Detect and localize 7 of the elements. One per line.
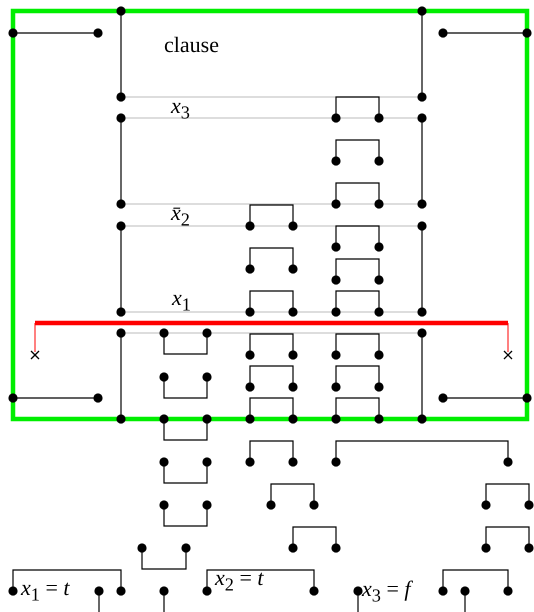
literal-label: x$_{1}$ xyxy=(172,287,191,314)
assignment-label: x$_{2}$ = t xyxy=(215,567,264,594)
assignment-label: x$_{3}$ = f xyxy=(362,578,410,605)
gadget-title: clause xyxy=(164,34,219,56)
literal-label: x$_{3}$ xyxy=(171,95,190,122)
assignment-label: x$_{1}$ = t xyxy=(21,577,70,604)
literal-label: x̄$_{2}$ xyxy=(171,202,190,229)
